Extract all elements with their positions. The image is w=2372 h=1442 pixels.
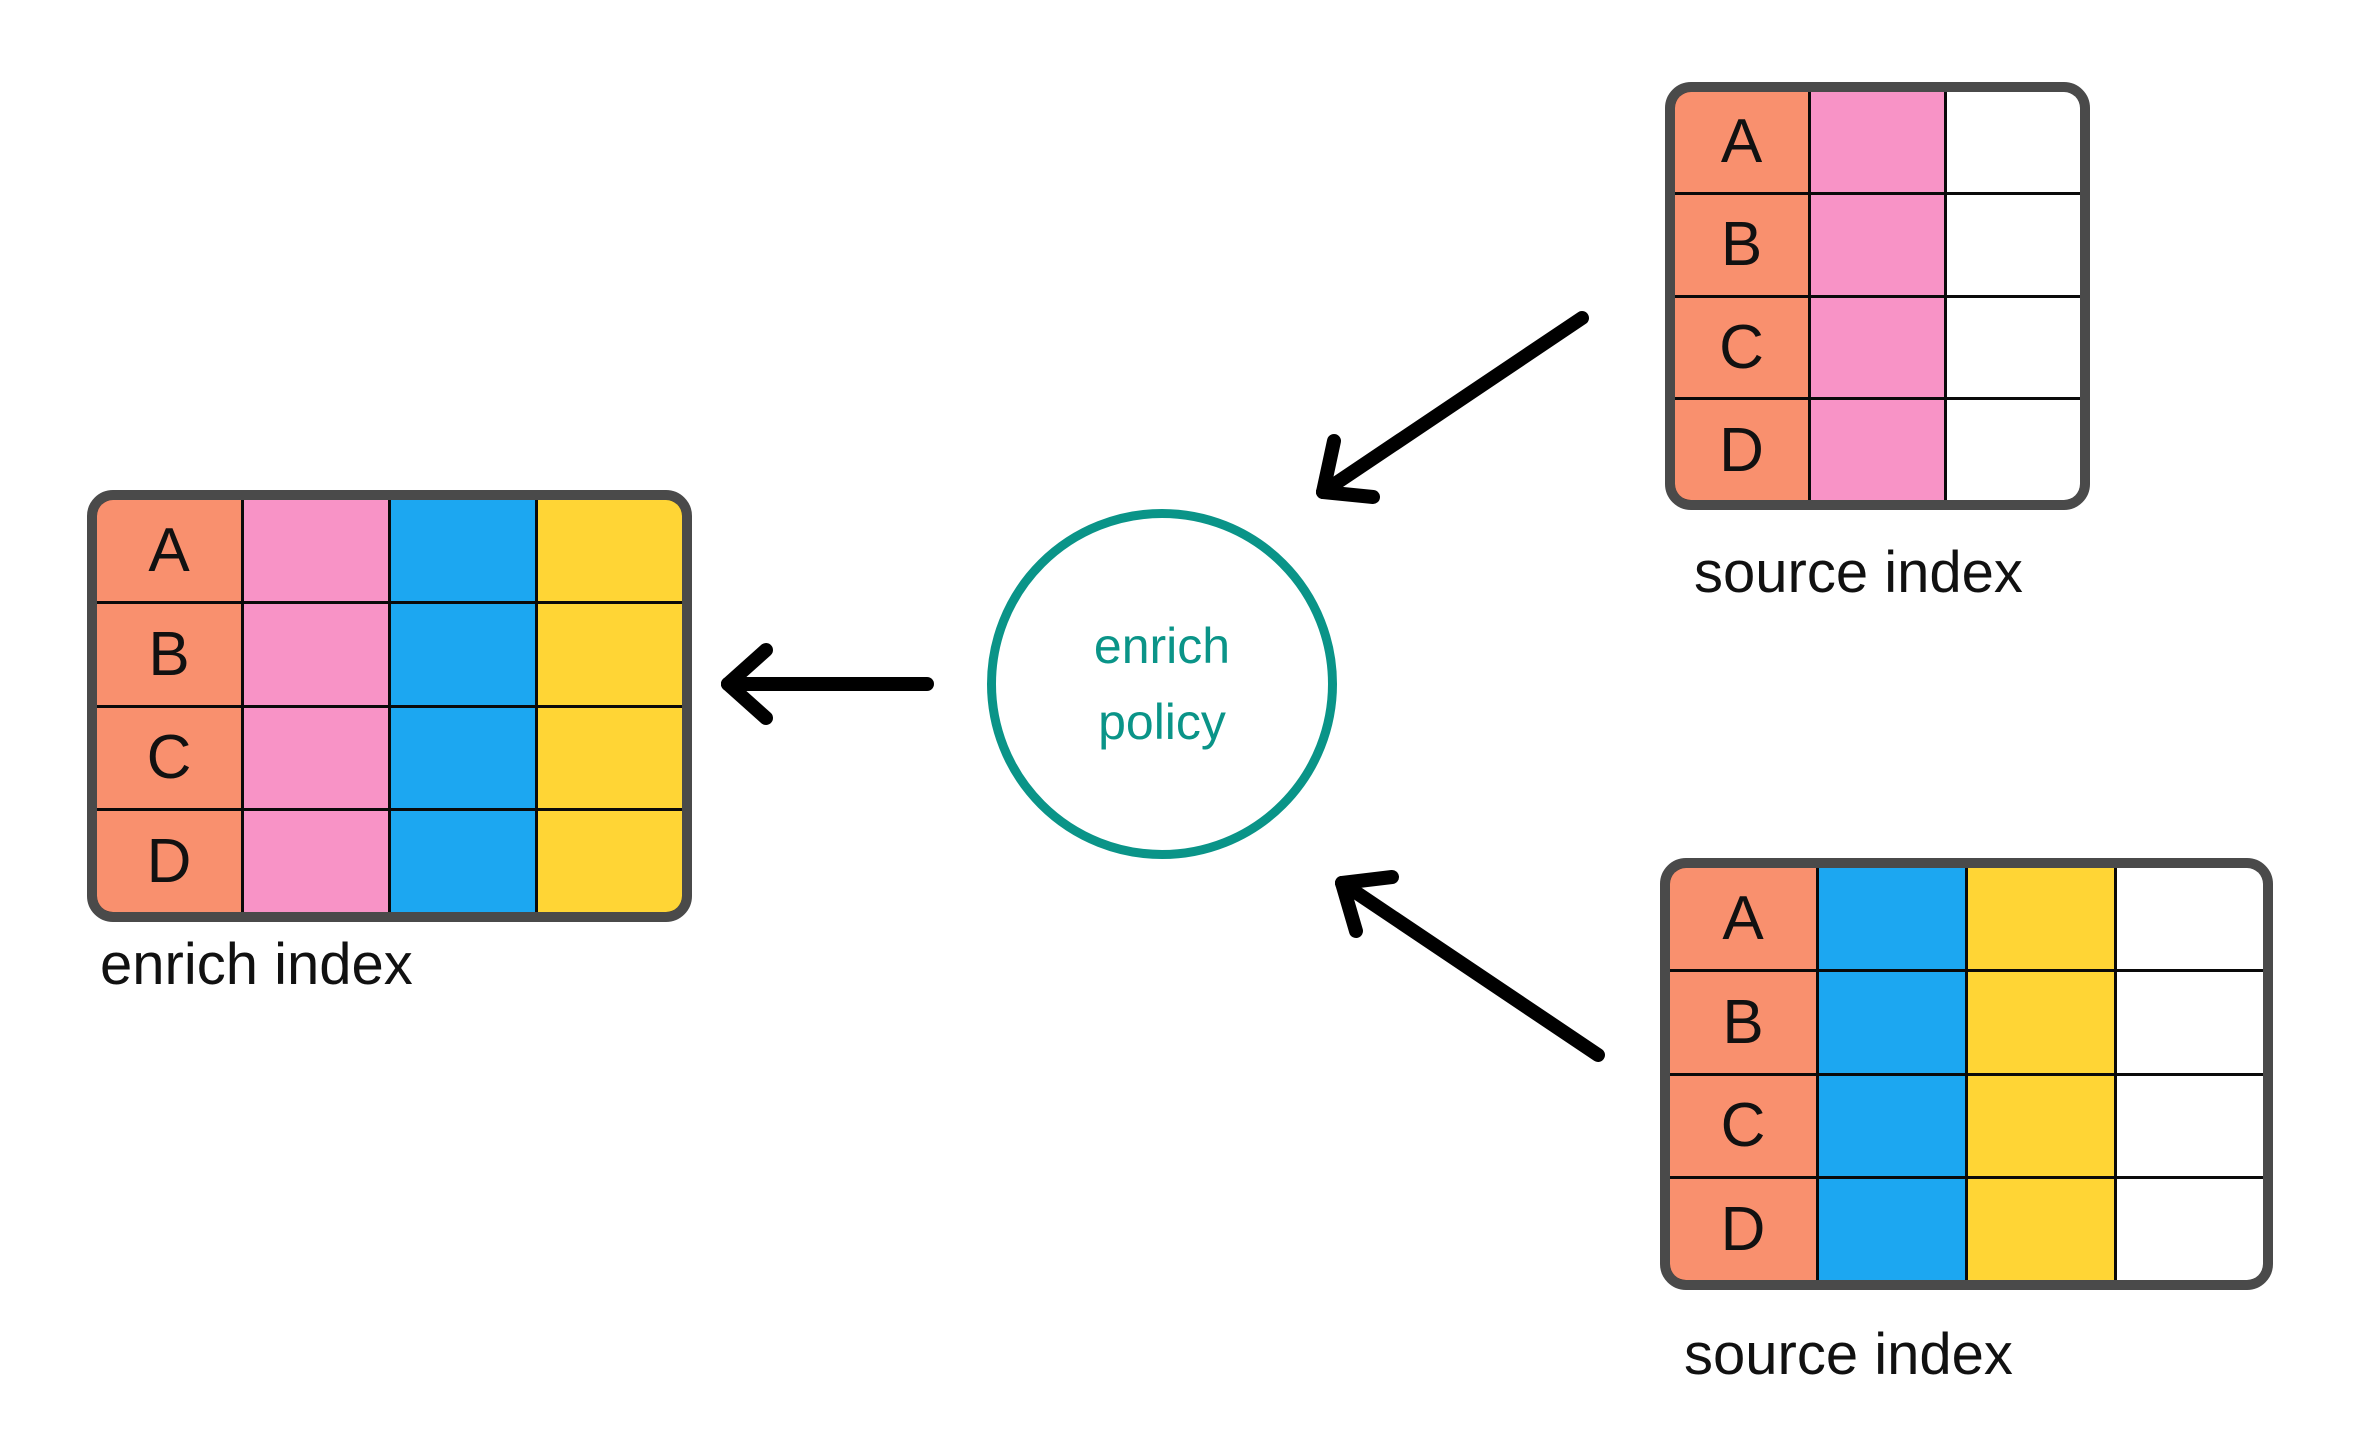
source-index-top-caption: source index <box>1694 540 2023 605</box>
source_index_bottom-cell-r1c2-blue <box>1819 868 1965 969</box>
source_index_top-cell-r2c2-pink <box>1811 194 1944 295</box>
source_index_bottom-cell-r1c4-white <box>2117 868 2263 969</box>
enrich-policy-node: enrich policy <box>987 509 1337 859</box>
enrich_index-cell-r3c2-pink <box>244 707 388 809</box>
source_index_bottom-row-label-C: C <box>1670 1075 1816 1177</box>
source_index_bottom-cell-r4c3-yellow <box>1968 1179 2114 1280</box>
source_index_top-cell-r4c3-white <box>1947 400 2080 500</box>
enrich_index-cell-r4c4-yellow <box>538 811 682 912</box>
source_index_top-cell-r1c3-white <box>1947 92 2080 192</box>
enrich_index-cell-r1c4-yellow <box>538 500 682 601</box>
enrich-policy-label: enrich policy <box>1093 618 1231 750</box>
enrich_index-cell-r1c3-blue <box>391 500 535 601</box>
source_index_top-row-label-D: D <box>1675 400 1808 500</box>
source_index_bottom-cell-r3c4-white <box>2117 1075 2263 1177</box>
enrich_index-cell-r2c2-pink <box>244 603 388 705</box>
arrow-source-bottom-to-enrich-policy <box>1335 870 1605 1062</box>
source_index_top-cell-r4c2-pink <box>1811 400 1944 500</box>
enrich_index-row-label-C: C <box>97 707 241 809</box>
enrich_index-cell-r4c2-pink <box>244 811 388 912</box>
enrich_index-row-label-B: B <box>97 603 241 705</box>
source_index_bottom-row-label-B: B <box>1670 971 1816 1073</box>
source_index_top-cell-r2c3-white <box>1947 194 2080 295</box>
source_index_top-cell-r3c2-pink <box>1811 297 1944 398</box>
source_index_top-cell-r1c2-pink <box>1811 92 1944 192</box>
source_index_top-row-label-C: C <box>1675 297 1808 398</box>
enrich_index-cell-r2c4-yellow <box>538 603 682 705</box>
enrich_index-cell-r3c3-blue <box>391 707 535 809</box>
source-index-bottom-caption: source index <box>1684 1322 2013 1387</box>
source_index_top-row-label-A: A <box>1675 92 1808 192</box>
arrow-source-top-to-enrich-policy <box>1316 311 1589 504</box>
source_index_bottom-cell-r2c4-white <box>2117 971 2263 1073</box>
enrich_index-cell-r3c4-yellow <box>538 707 682 809</box>
source_index_bottom-cell-r4c2-blue <box>1819 1179 1965 1280</box>
enrich_index-cell-r1c2-pink <box>244 500 388 601</box>
source_index_bottom-cell-r3c2-blue <box>1819 1075 1965 1177</box>
source_index_top-cell-r3c3-white <box>1947 297 2080 398</box>
source_index_bottom-cell-r1c3-yellow <box>1968 868 2114 969</box>
enrich-index-caption: enrich index <box>100 932 413 997</box>
source_index_bottom-cell-r4c4-white <box>2117 1179 2263 1280</box>
enrich_index-row-label-D: D <box>97 811 241 912</box>
source_index_bottom-row-label-D: D <box>1670 1179 1816 1280</box>
source_index_bottom-cell-r2c2-blue <box>1819 971 1965 1073</box>
source_index_top-row-label-B: B <box>1675 194 1808 295</box>
enrich_index-cell-r4c3-blue <box>391 811 535 912</box>
enrich_index-row-label-A: A <box>97 500 241 601</box>
enrich_index-cell-r2c3-blue <box>391 603 535 705</box>
arrow-enrich-policy-to-enrich-index <box>721 643 934 725</box>
source_index_bottom-cell-r2c3-yellow <box>1968 971 2114 1073</box>
source_index_bottom-row-label-A: A <box>1670 868 1816 969</box>
source_index_bottom-cell-r3c3-yellow <box>1968 1075 2114 1177</box>
